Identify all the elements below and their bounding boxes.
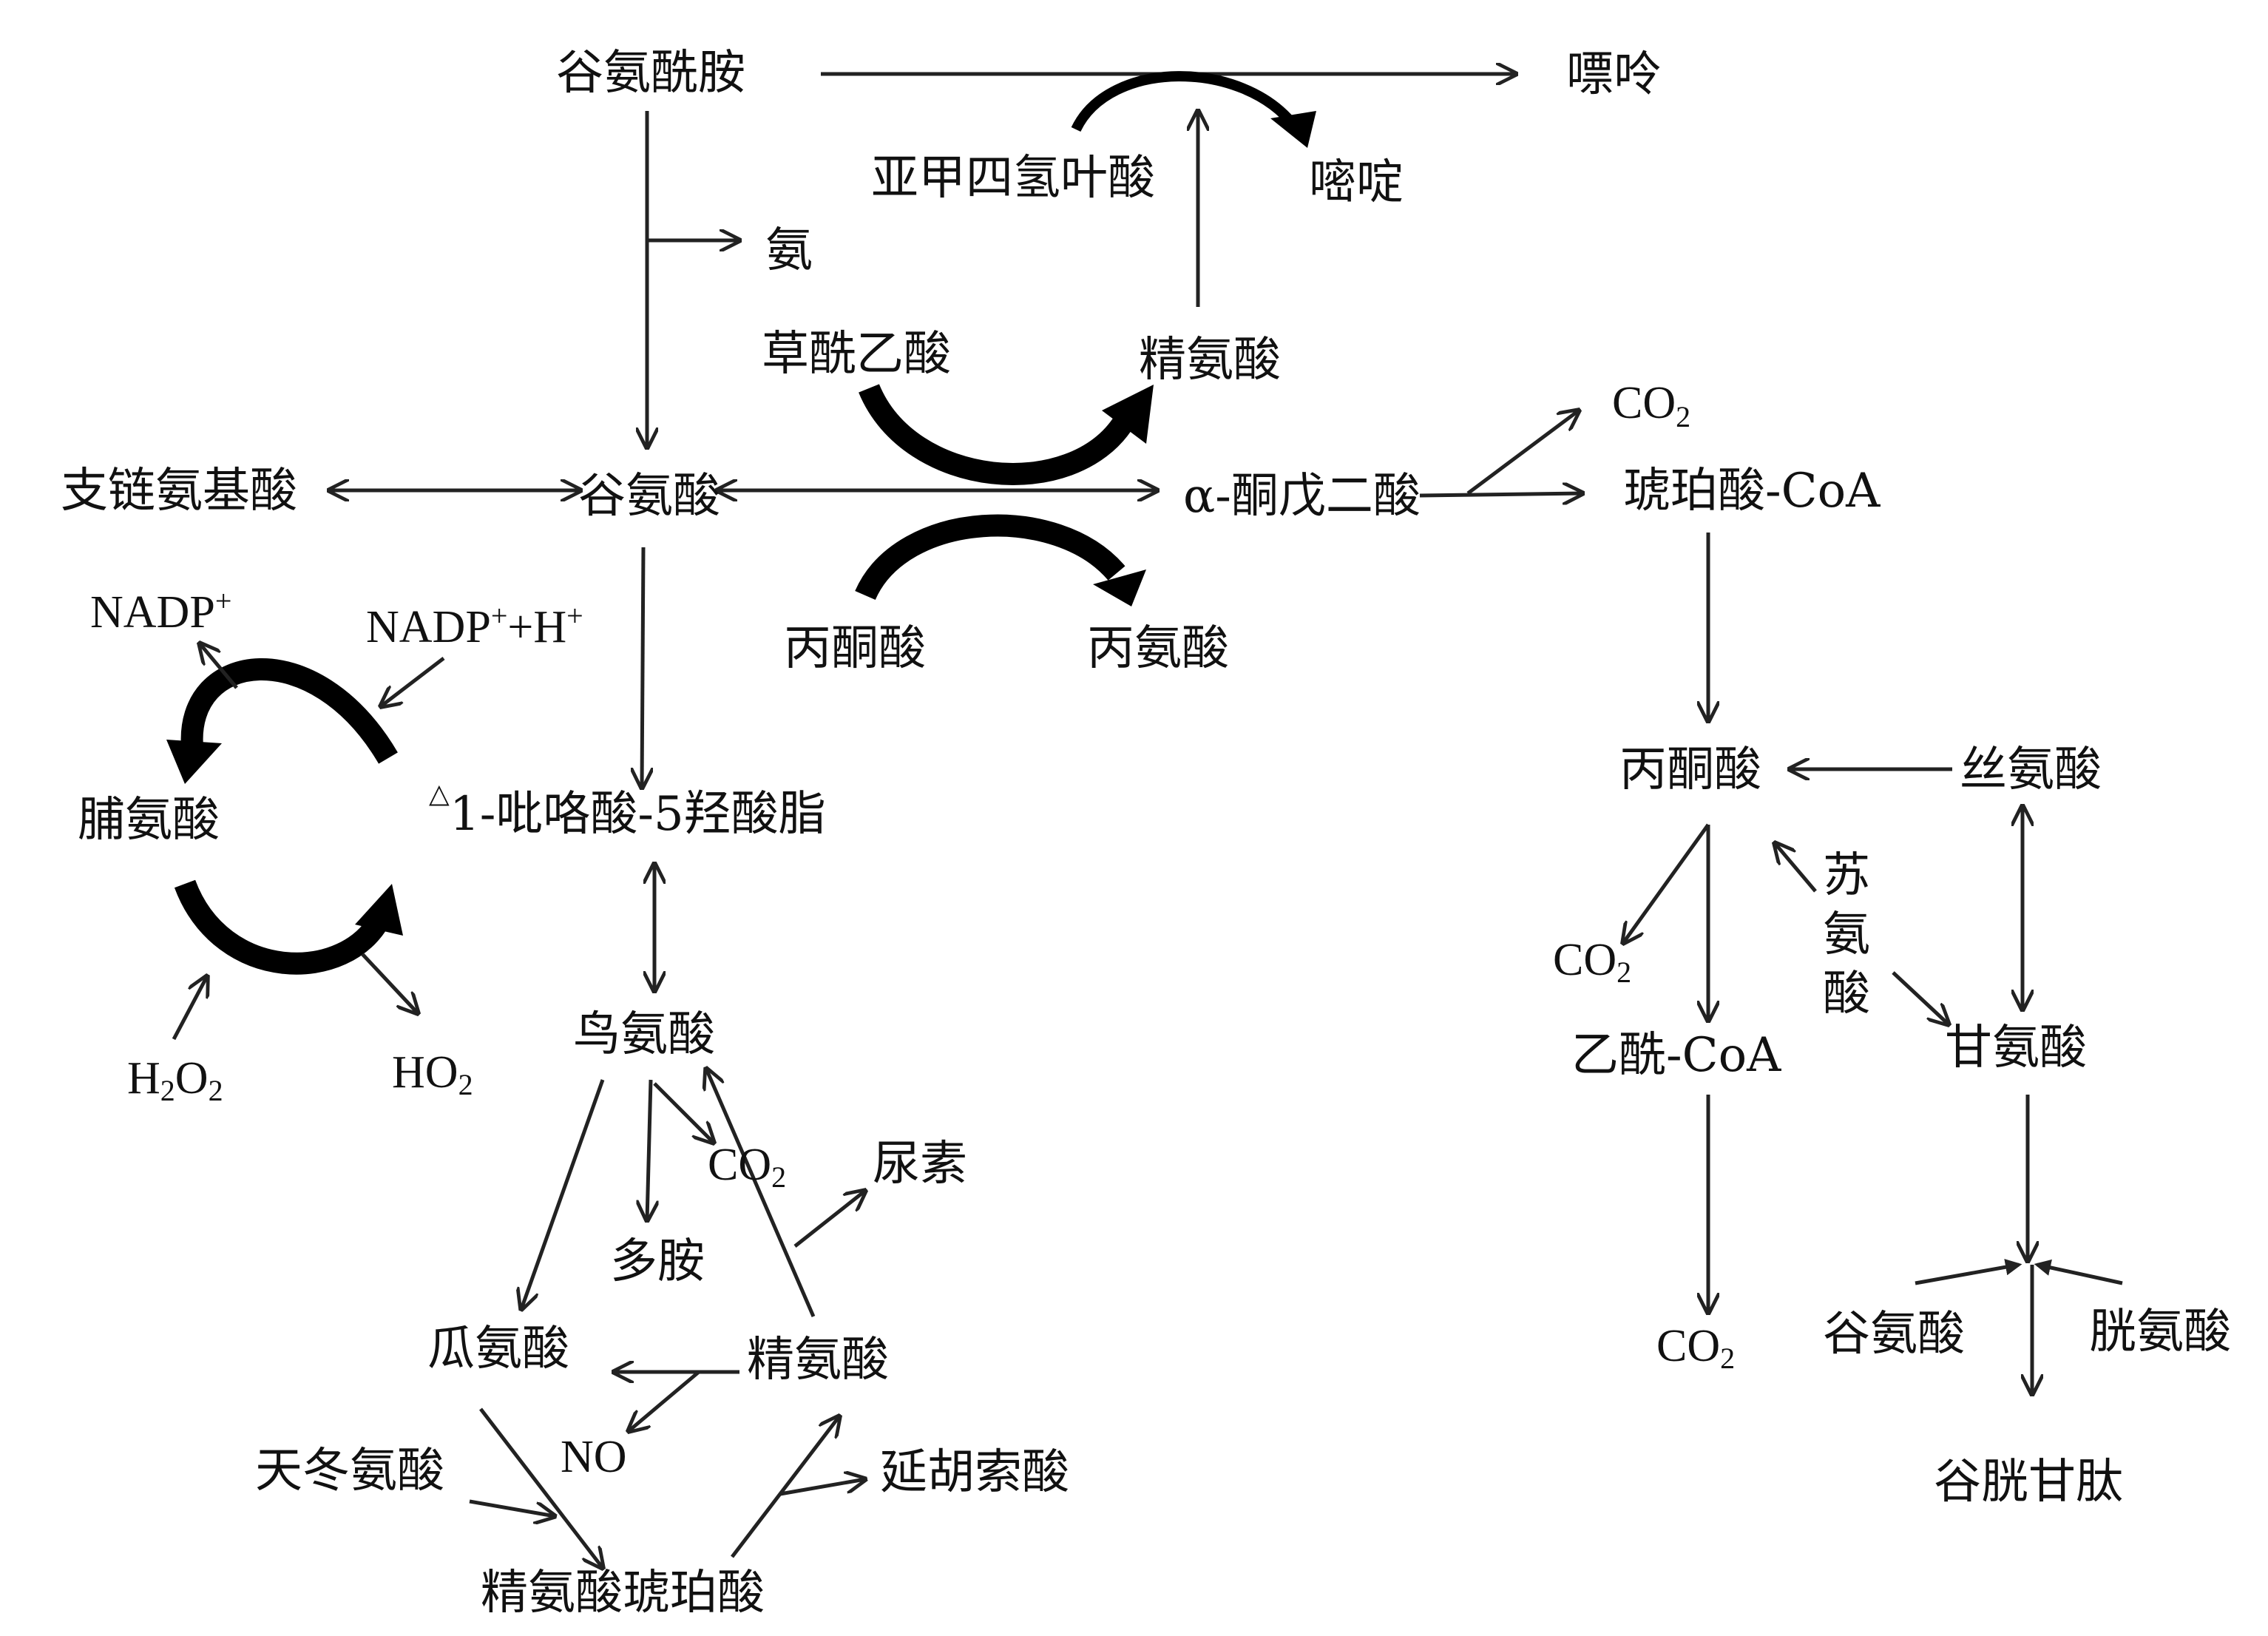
arrow-h2o2-in bbox=[172, 976, 207, 1041]
label-proline: 脯氨酸 bbox=[78, 793, 220, 848]
label-pyruvate-mid: 丙酮酸 bbox=[784, 621, 926, 676]
label-purine: 嘌呤 bbox=[1566, 47, 1661, 102]
arrow-argsucc-arginine bbox=[731, 1416, 839, 1558]
arrow-akg-co2 bbox=[1466, 410, 1579, 496]
label-pyrimidine: 嘧啶 bbox=[1309, 155, 1404, 210]
arrow-nadph-in bbox=[381, 657, 445, 706]
label-aspartate: 天冬氨酸 bbox=[255, 1444, 444, 1498]
label-ho2: HO2 bbox=[392, 1047, 473, 1101]
label-glutathione: 谷胱甘肽 bbox=[1934, 1455, 2123, 1510]
label-arginine-bottom: 精氨酸 bbox=[747, 1333, 889, 1387]
label-ornithine: 鸟氨酸 bbox=[573, 1007, 715, 1062]
label-co2-right1: CO2 bbox=[1553, 935, 1631, 989]
label-h2o2: H2O2 bbox=[127, 1053, 223, 1107]
arrow-cysteine-join bbox=[2034, 1259, 2123, 1285]
label-nadph: NADP++H+ bbox=[366, 599, 583, 652]
curved-arrow-nadp-upper bbox=[180, 658, 398, 764]
label-bcaa: 支链氨基酸 bbox=[61, 464, 297, 518]
label-succinyl-coa: 琥珀酸-CoA bbox=[1623, 464, 1881, 518]
label-co2-right2: CO2 bbox=[1656, 1321, 1735, 1375]
curved-arrow-oxaloacetate bbox=[859, 383, 1134, 485]
curved-arrow-h2o2-lower bbox=[174, 879, 391, 975]
curved-arrow-h2o2-lower-head bbox=[355, 884, 403, 936]
label-glutamate-right: 谷氨酸 bbox=[1823, 1307, 1965, 1362]
curved-arrow-pyruvate bbox=[855, 514, 1125, 601]
arrow-glutamate-p5c bbox=[642, 547, 643, 788]
arrow-akg-succinylcoa bbox=[1419, 493, 1582, 496]
curved-arrow-pyruvate-head bbox=[1093, 569, 1146, 606]
label-serine: 丝氨酸 bbox=[1960, 743, 2102, 797]
arrow-arginine-ornithine bbox=[706, 1069, 816, 1317]
arrow-arginine-no bbox=[629, 1370, 700, 1431]
label-urea: 尿素 bbox=[873, 1137, 967, 1191]
label-arginine-top: 精氨酸 bbox=[1139, 333, 1281, 388]
label-cysteine: 胱氨酸 bbox=[2089, 1305, 2231, 1359]
curved-arrow-thf-pyrimidine bbox=[1071, 71, 1299, 132]
label-ammonia: 氨 bbox=[765, 223, 813, 278]
arrow-aspartate-argsucc bbox=[469, 1499, 555, 1516]
label-co2-ornithine: CO2 bbox=[708, 1140, 786, 1194]
arrow-ornithine-co2 bbox=[653, 1082, 714, 1143]
label-p5c-delta: △ bbox=[429, 779, 450, 809]
arrow-ornithine-citrulline bbox=[521, 1079, 605, 1309]
arrow-citrulline-argsucc bbox=[479, 1407, 603, 1568]
label-fumarate: 延胡索酸 bbox=[880, 1445, 1069, 1500]
label-no: NO bbox=[561, 1432, 627, 1482]
label-citrulline: 瓜氨酸 bbox=[427, 1322, 569, 1376]
arrow-glutamate-join bbox=[1915, 1259, 2022, 1285]
label-alanine: 丙氨酸 bbox=[1087, 621, 1229, 676]
label-akg: α-酮戊二酸 bbox=[1183, 469, 1421, 524]
label-nadp: NADP+ bbox=[90, 584, 231, 638]
arrow-threonine-glycine bbox=[1892, 971, 1949, 1024]
arrow-pyruvate-co2 bbox=[1623, 823, 1710, 943]
arrow-ornithine-polyamine bbox=[647, 1079, 651, 1220]
label-polyamine: 多胺 bbox=[610, 1234, 705, 1289]
label-threonine-2: 氨 bbox=[1823, 907, 1870, 962]
label-threonine-3: 酸 bbox=[1823, 967, 1870, 1021]
arrow-threonine-pyruvate bbox=[1775, 843, 1817, 893]
label-acetyl-coa: 乙酰-CoA bbox=[1571, 1028, 1781, 1083]
curved-arrow-oxaloacetate-head bbox=[1102, 385, 1154, 444]
label-threonine-1: 苏 bbox=[1823, 848, 1870, 903]
arrow-ho2-out bbox=[361, 953, 418, 1013]
arrow-fumarate bbox=[779, 1479, 865, 1496]
arrow-nadp-out bbox=[200, 643, 238, 689]
label-methylene-thf: 亚甲四氢叶酸 bbox=[871, 151, 1155, 206]
label-argininosuccinate: 精氨酸琥珀酸 bbox=[481, 1566, 765, 1620]
label-glutamine: 谷氨酰胺 bbox=[556, 46, 745, 101]
label-co2-top: CO2 bbox=[1612, 378, 1690, 433]
label-pyruvate-right: 丙酮酸 bbox=[1619, 743, 1761, 797]
arrow-urea bbox=[793, 1191, 865, 1248]
label-oxaloacetate: 草酰乙酸 bbox=[762, 327, 951, 382]
label-glycine: 甘氨酸 bbox=[1945, 1021, 2087, 1075]
curved-arrow-thf-pyrimidine-head bbox=[1270, 111, 1316, 148]
label-glutamate: 谷氨酸 bbox=[578, 469, 720, 524]
curved-arrow-nadp-upper-head bbox=[166, 740, 222, 784]
label-p5c: 1-吡咯酸-5羟酸脂 bbox=[450, 787, 826, 842]
